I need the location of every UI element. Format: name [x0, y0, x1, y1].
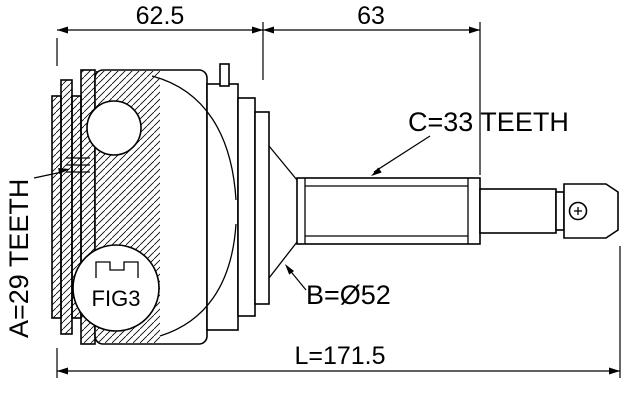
inner-spline-marks [66, 157, 90, 173]
top-tab [219, 63, 230, 87]
shaft [296, 177, 619, 245]
dim-top-left-label: 62.5 [136, 2, 185, 30]
cage-window-shape [95, 261, 139, 278]
step-section-1 [206, 83, 239, 331]
bell-inner-curve-bottom [159, 223, 237, 337]
leader-arrow-b [285, 264, 294, 275]
step-section-3 [254, 111, 270, 305]
callouts: C=33 TEETH B=Ø52 A=29 TEETH [4, 107, 569, 338]
dim-arrow [57, 367, 68, 375]
taper-line-bottom [268, 241, 298, 279]
leader-arrow-c [371, 167, 382, 176]
spline-shaft-section [296, 177, 481, 245]
ball-bearing-circle [86, 100, 142, 156]
boot-groove-band [60, 79, 73, 335]
dim-arrow [469, 26, 480, 34]
dim-arrow [57, 26, 68, 34]
label-c-teeth: C=33 TEETH [408, 107, 569, 137]
dim-top-right-label: 63 [357, 2, 385, 30]
leader-line-a [33, 171, 63, 179]
length-dimension: L=171.5 [56, 246, 621, 378]
label-b-diameter: B=Ø52 [306, 280, 391, 310]
dim-arrow [263, 26, 274, 34]
shaft-mid-section [479, 188, 557, 234]
label-a-teeth: A=29 TEETH [4, 179, 34, 338]
dim-arrow [609, 367, 620, 375]
taper-line-top [268, 145, 298, 181]
top-dimensions: 62.5 63 [56, 2, 481, 175]
shaft-end-section [563, 183, 619, 239]
boot-groove-band [51, 95, 62, 319]
step-section-2 [237, 97, 256, 317]
bell-inner-curve-top [151, 75, 237, 201]
dim-length-label: L=171.5 [294, 342, 385, 370]
outer-race-body: FIG3 [51, 63, 298, 345]
leader-line-c [373, 135, 431, 173]
dim-arrow [252, 26, 263, 34]
leader-arrow-a [58, 168, 70, 174]
snap-ring-groove [555, 191, 565, 231]
figure-label: FIG3 [92, 286, 141, 311]
